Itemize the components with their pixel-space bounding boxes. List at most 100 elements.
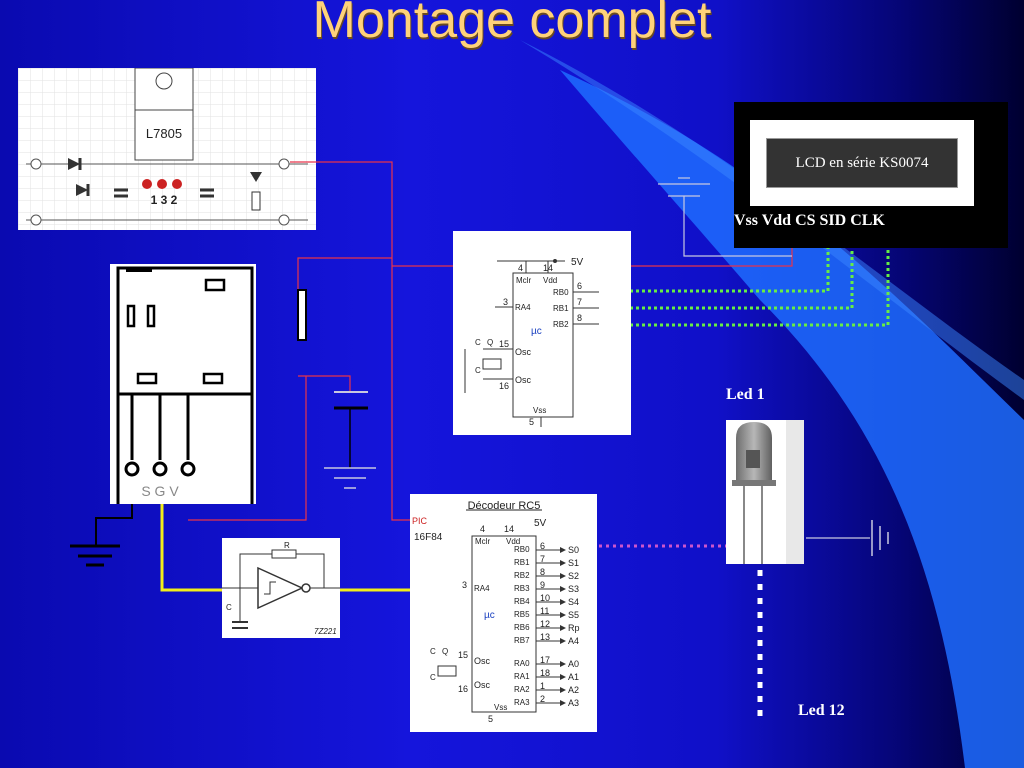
svg-text:5: 5 [488,714,493,724]
svg-text:15: 15 [458,650,468,660]
led-photo [726,420,804,564]
ir-capacitor [297,289,307,341]
svg-text:Vss: Vss [533,406,546,415]
decoder-pic-label: PIC [412,516,428,526]
decoder-pin-signal: S2 [568,571,579,581]
svg-text:R: R [284,541,290,550]
decoder-pin-arrow [560,560,566,566]
svg-text:Vdd: Vdd [543,276,557,285]
svg-text:RA4: RA4 [474,584,490,593]
decoder-pin-arrow [560,599,566,605]
svg-text:Osc: Osc [474,656,491,666]
decoder-pin-name: RB0 [514,545,530,554]
decoder-pin-arrow [560,674,566,680]
ir-pin-letters: S G V [141,483,179,499]
svg-text:C: C [430,647,436,656]
ir-receiver: S G V [110,264,256,504]
yellow-signal-wire [160,478,225,592]
svg-text:8: 8 [577,313,582,323]
decoder-pin-arrow [560,547,566,553]
decoder-pin-name: RA0 [514,659,530,668]
svg-text:RA4: RA4 [515,303,531,312]
regulator-schematic: L7805 1 3 2 [18,67,316,230]
lcd-bus-3 [600,240,890,327]
power-wire-receiver-v [188,376,307,521]
power-wire-ir [297,257,392,290]
decoder-pin-number: 12 [540,619,550,629]
svg-text:Mclr: Mclr [475,537,490,546]
decoder-chip: 16F84 [414,532,443,543]
decoder-title: Décodeur RC5 [468,500,541,512]
decoder-pin-signal: A1 [568,672,579,682]
decoder-pin-number: 6 [540,541,545,551]
svg-text:Osc: Osc [474,680,491,690]
decoder-pin-signal: S4 [568,597,579,607]
decoder-pin-name: RB7 [514,636,530,645]
svg-text:16: 16 [499,381,509,391]
power-wire-main [290,161,410,521]
decoder-pin-signal: S0 [568,545,579,555]
ir-receiver-drawing: S G V [116,266,254,504]
mcu-label: µc [531,326,542,337]
led-1-label: Led 1 [726,386,765,403]
decoder-pin-number: 1 [540,681,545,691]
regulator-part: L7805 [146,126,182,141]
svg-text:3: 3 [503,297,508,307]
svg-text:RB1: RB1 [553,304,569,313]
decoder-pin-arrow [560,661,566,667]
decoder-pin-signal: S1 [568,558,579,568]
decoder-pin-name: RA2 [514,685,530,694]
decoder-pin-name: RB2 [514,571,530,580]
schmitt-panel: R C 7Z221 [222,538,340,638]
svg-text:7: 7 [577,297,582,307]
decoder-pin-signal: A3 [568,698,579,708]
decoder-pin-number: 2 [540,694,545,704]
svg-text:3: 3 [462,580,467,590]
svg-text:Osc: Osc [515,375,532,385]
svg-text:15: 15 [499,339,509,349]
decoder-pin-arrow [560,625,566,631]
decoder-panel: Décodeur RC5 PIC 16F84 5V 4 14 Mclr Vdd … [410,494,597,732]
decoder-pin-number: 9 [540,580,545,590]
ground-symbol-mid [324,391,376,489]
svg-text:6: 6 [577,281,582,291]
svg-text:Q: Q [442,647,448,656]
led-icon [732,420,804,564]
svg-text:16: 16 [458,684,468,694]
led-ground-symbol [806,520,889,556]
decoder-pin-name: RB4 [514,597,530,606]
svg-text:C: C [226,603,232,612]
svg-text:4: 4 [518,263,523,273]
lcd-ground-wire [683,196,792,257]
decoder-pin-signal: S3 [568,584,579,594]
decoder-pin-number: 13 [540,632,550,642]
svg-text:Q: Q [487,338,493,347]
svg-text:14: 14 [543,263,553,273]
led-12-label: Led 12 [798,702,845,719]
decoder-pin-signal: A0 [568,659,579,669]
regulator-panel: L7805 1 3 2 [18,67,316,230]
mcu-panel: 5V 4 14 Mclr Vdd 3 RA4 µc 15 Osc 16 Osc … [453,231,631,435]
svg-text:Mclr: Mclr [516,276,531,285]
decoder-pin-name: RA1 [514,672,530,681]
decoder-pin-signal: A4 [568,636,579,646]
svg-text:RB0: RB0 [553,288,569,297]
svg-text:C: C [430,673,436,682]
decoder-schematic: Décodeur RC5 PIC 16F84 5V 4 14 Mclr Vdd … [412,500,580,724]
mcu-supply: 5V [571,257,584,268]
decoder-pin-signal: A2 [568,685,579,695]
lcd-pins: Vss Vdd CS SID CLK [734,212,885,229]
decoder-pin-number: 7 [540,554,545,564]
decoder-pin-arrow [560,586,566,592]
decoder-pin-arrow [560,638,566,644]
decoder-pin-signal: Rp [568,623,580,633]
lcd-panel: LCD en série KS0074 Vss Vdd CS SID CLK [734,102,1008,248]
decoder-pin-number: 8 [540,567,545,577]
decoder-pin-number: 18 [540,668,550,678]
decoder-pin-arrow [560,687,566,693]
decoder-pin-number: 11 [540,606,549,616]
decoder-pin-name: RA3 [514,698,530,707]
svg-text:C: C [475,366,481,375]
